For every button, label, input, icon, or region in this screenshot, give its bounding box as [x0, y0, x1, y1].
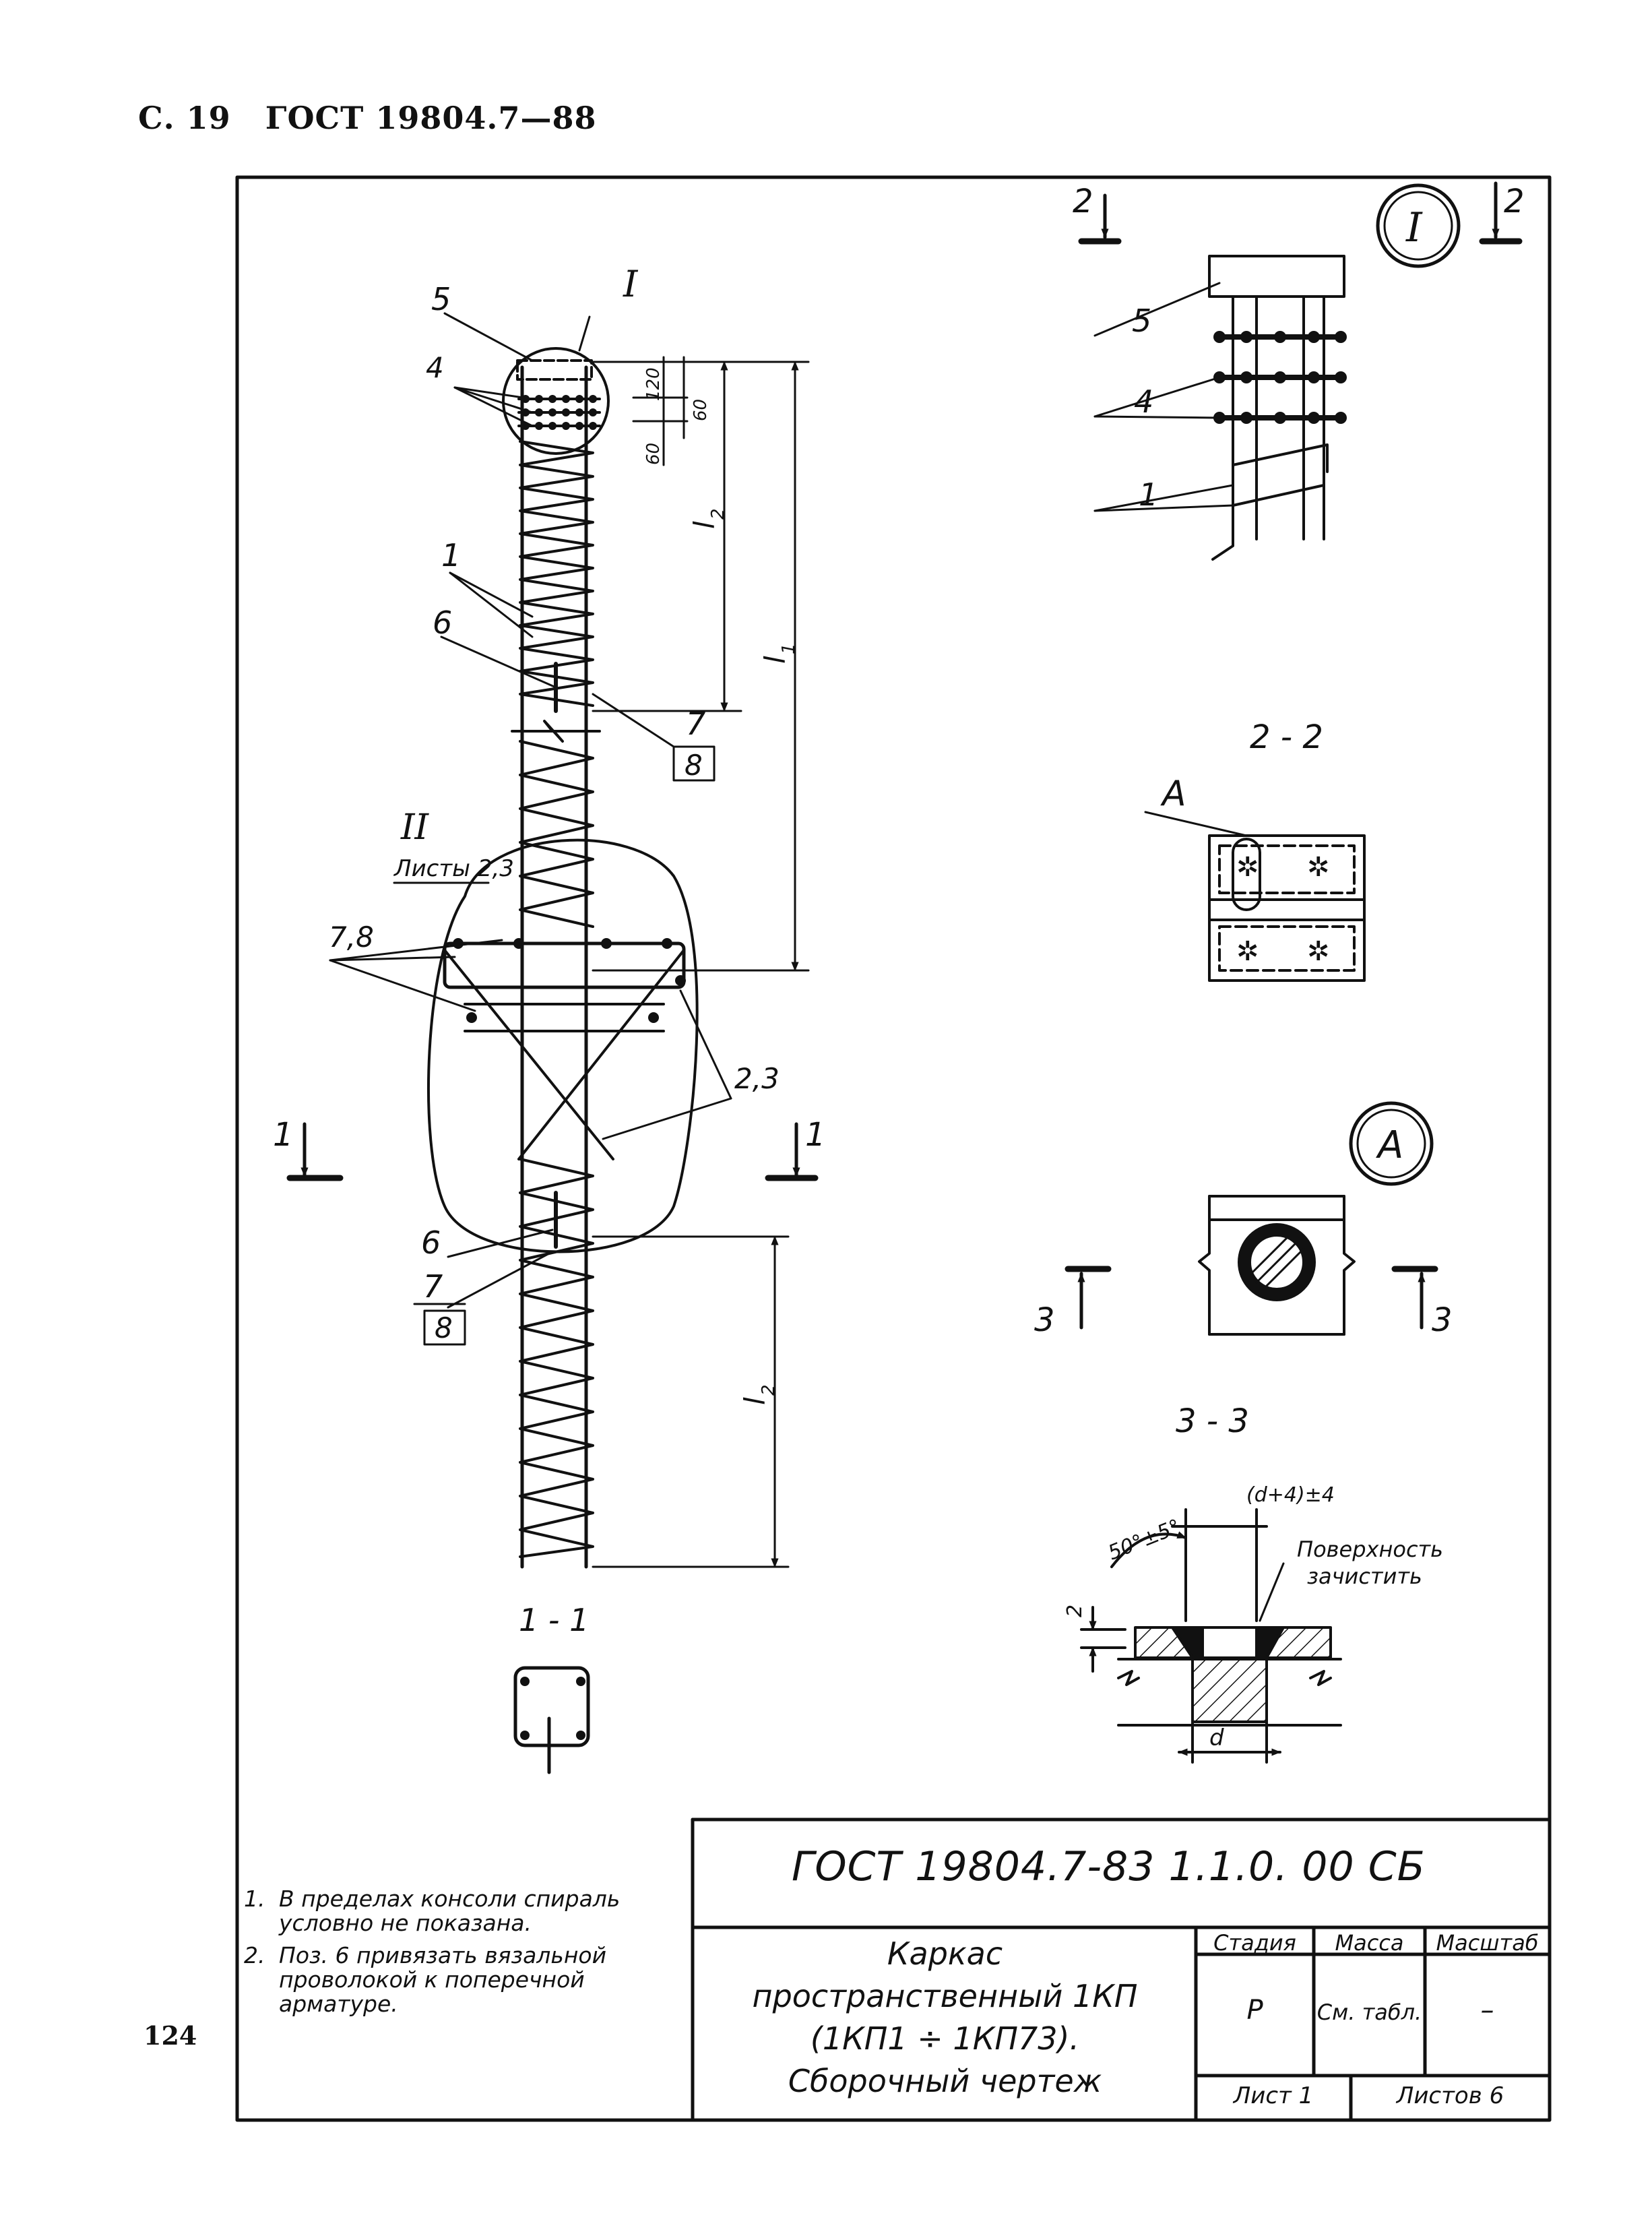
title-name-line: Каркас	[887, 1935, 1003, 1972]
label-section-1-1: 1 - 1	[519, 1602, 589, 1638]
weld-star-marks: ✲ ✲ ✲ ✲	[1236, 852, 1330, 967]
note-number: 1.	[244, 1886, 265, 1912]
main-carcass-view	[427, 347, 699, 1569]
label-detail-A-circle: A	[1376, 1123, 1403, 1167]
section-1-1-view	[513, 1666, 590, 1774]
mass-value: См. табл.	[1316, 1999, 1422, 2025]
dim-l2-low-sub: 2	[759, 1384, 779, 1396]
dim-h2: 2	[1063, 1605, 1087, 1617]
weld-note-line2: зачистить	[1307, 1563, 1422, 1589]
cut-label-3-right: 3	[1432, 1301, 1453, 1339]
dim-angle: 50°±5°	[1105, 1515, 1184, 1565]
cut-mark-2	[1078, 181, 1523, 245]
title-name-line: (1КП1 ÷ 1КП73).	[810, 2020, 1080, 2057]
rebar-dots	[453, 331, 1347, 1740]
drawing-frame	[235, 175, 1552, 2122]
cut-mark-3	[1065, 1266, 1438, 1330]
cut-label-2-right: 2	[1504, 183, 1525, 220]
label-section-2-2: 2 - 2	[1250, 718, 1323, 756]
weld-note-line1: Поверхность	[1297, 1536, 1443, 1562]
cut-label-1-left: 1	[273, 1116, 294, 1154]
note-number: 2.	[244, 1942, 265, 1968]
label-pos1: 1	[441, 537, 461, 573]
dim-120: 120	[643, 367, 664, 401]
dim-60a: 60	[691, 399, 711, 421]
dim-60b: 60	[643, 443, 664, 465]
label-pos8-top: 8	[685, 749, 703, 782]
label-detail-A: A	[1160, 774, 1186, 814]
label-pos7-low: 7	[423, 1268, 443, 1305]
svg-text:✲: ✲	[1236, 852, 1259, 883]
leader-lines	[329, 312, 732, 1309]
title-block-lines	[691, 1818, 1552, 2122]
label-node-II: II	[400, 807, 430, 848]
label-pos23: 2,3	[734, 1062, 780, 1095]
detail-A-view	[1198, 1101, 1434, 1336]
dim-l2-top-sub: 2	[708, 508, 728, 520]
svg-text:✲: ✲	[1236, 936, 1259, 967]
note-text: В пределах консоли спираль условно не по…	[279, 1886, 621, 1936]
dim-l2-top: l	[688, 521, 721, 529]
mass-label: Масса	[1335, 1930, 1404, 1956]
cut-label-2-left: 2	[1073, 183, 1093, 220]
section-3-3-view	[1080, 1508, 1342, 1764]
label-pos5: 5	[431, 281, 451, 317]
title-name: Каркас пространственный 1КП (1КП1 ÷ 1КП7…	[697, 1933, 1193, 2103]
page-number: 124	[144, 2020, 197, 2051]
cut-mark-1	[286, 1122, 819, 1181]
sheet-label: Лист 1	[1233, 2082, 1314, 2109]
drawing-notes: 1. В пределах консоли спираль условно не…	[244, 1887, 675, 2024]
label-pos4: 4	[426, 351, 444, 384]
page-ref: С. 19	[138, 100, 231, 136]
label-pos78: 7,8	[329, 921, 374, 954]
cut-label-1-right: 1	[805, 1116, 826, 1154]
label-pos7-top: 7	[686, 706, 705, 742]
label-detail-I: I	[623, 263, 639, 305]
sheets-count-label: Листов 6	[1396, 2082, 1504, 2109]
svg-text:✲: ✲	[1307, 936, 1330, 967]
standard-ref: ГОСТ 19804.7—88	[265, 100, 597, 136]
label-I-pos4: 4	[1134, 383, 1153, 420]
dim-d: d	[1209, 1725, 1224, 1751]
label-I-pos5: 5	[1132, 303, 1151, 339]
dim-l1: l	[759, 656, 792, 664]
dim-gap: (d+4)±4	[1246, 1483, 1335, 1507]
scale-label: Масштаб	[1436, 1930, 1539, 1956]
stage-value: Р	[1246, 1995, 1263, 2026]
label-detail-I-circle: I	[1405, 204, 1423, 251]
title-name-line: пространственный 1КП	[752, 1978, 1138, 2014]
label-pos6: 6	[433, 604, 452, 641]
main-dimensions	[592, 356, 810, 1568]
dim-l2-low: l	[738, 1397, 771, 1405]
note-text: Поз. 6 привязать вязальной проволокой к …	[279, 1942, 607, 2017]
label-I-pos1: 1	[1139, 476, 1158, 513]
label-pos8-low: 8	[435, 1311, 453, 1344]
note-item: 1. В пределах консоли спираль условно не…	[244, 1887, 675, 1935]
label-node-II-ref: Листы 2,3	[393, 855, 514, 882]
stage-label: Стадия	[1213, 1930, 1296, 1956]
dim-l1-sub: 1	[779, 643, 799, 654]
page-header: С. 19 ГОСТ 19804.7—88	[138, 100, 596, 136]
lower-spiral	[519, 1158, 594, 1558]
scale-value: –	[1480, 1995, 1494, 2026]
title-designation: ГОСТ 19804.7-83 1.1.0. 00 СБ	[792, 1843, 1426, 1890]
svg-text:✲: ✲	[1307, 852, 1330, 883]
label-section-3-3: 3 - 3	[1176, 1402, 1249, 1440]
note-item: 2. Поз. 6 привязать вязальной проволокой…	[244, 1944, 675, 2016]
title-name-line: Сборочный чертеж	[788, 2063, 1102, 2099]
label-pos6-low: 6	[421, 1224, 441, 1261]
section-2-2-view	[1144, 811, 1366, 982]
upper-spiral	[519, 440, 594, 928]
cut-label-3-left: 3	[1034, 1301, 1055, 1339]
